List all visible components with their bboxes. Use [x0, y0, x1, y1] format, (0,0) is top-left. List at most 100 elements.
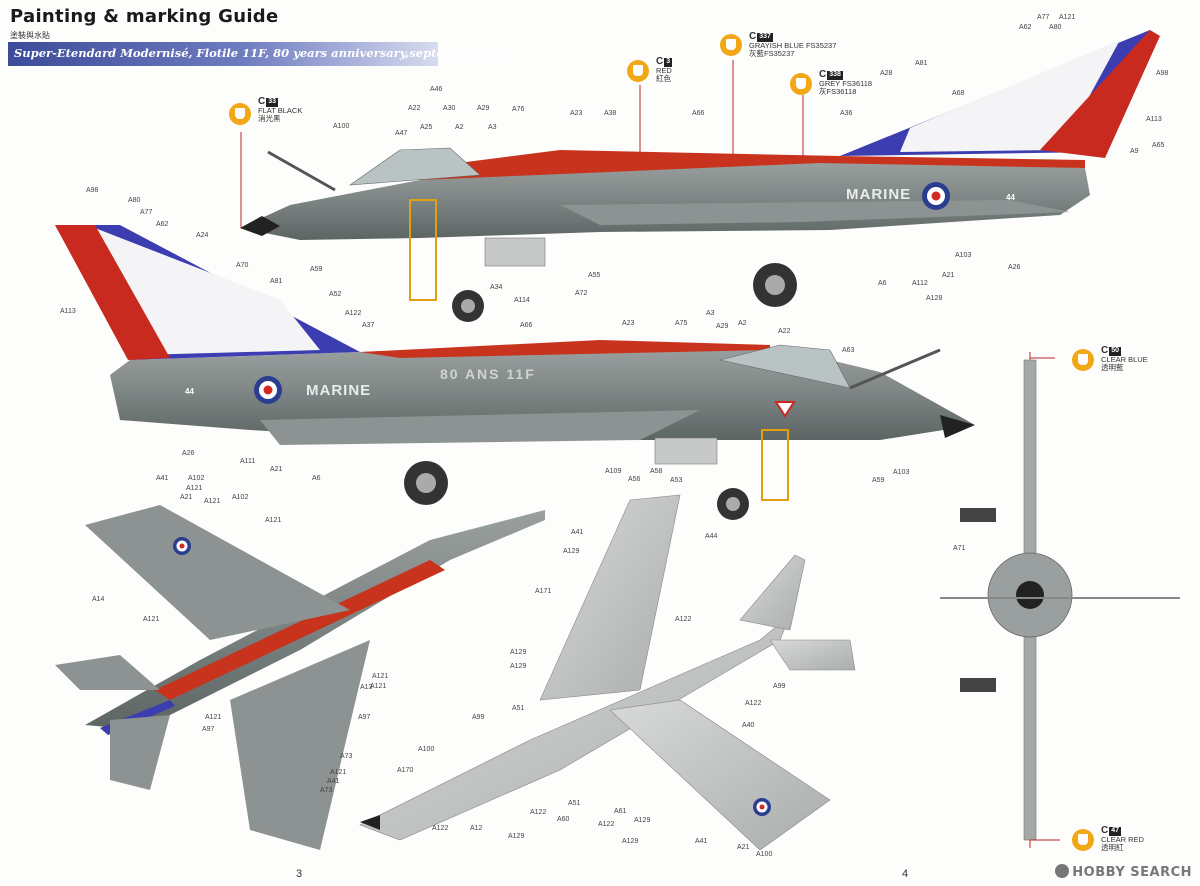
part-label: A114	[514, 297, 530, 304]
plan-view-top	[55, 505, 545, 850]
red-spine	[420, 150, 1085, 180]
part-label: A80	[128, 197, 141, 204]
part-label: A71	[953, 545, 966, 552]
part-label: A97	[202, 726, 215, 733]
watermark-logo-icon	[1055, 864, 1070, 878]
part-label: A97	[358, 714, 371, 721]
part-label: A51	[568, 800, 581, 807]
paint-bucket-icon	[1072, 829, 1094, 851]
part-label: A129	[634, 817, 651, 824]
boarding-ladder	[761, 429, 789, 501]
paint-bucket-icon	[1072, 349, 1094, 371]
part-label: A55	[588, 272, 601, 279]
part-label: A129	[622, 838, 639, 845]
part-label: A75	[675, 320, 688, 327]
part-label: A51	[512, 705, 525, 712]
nose-wheel-hub	[726, 497, 740, 511]
part-label: A72	[575, 290, 588, 297]
stab-plan-bottom	[110, 715, 170, 790]
front-pylon-lower	[960, 678, 996, 692]
tail-fin-white	[95, 228, 320, 355]
part-label: A60	[557, 816, 570, 823]
nose-cone	[940, 415, 975, 438]
fuselage-shape	[240, 160, 1090, 240]
part-label: A121	[186, 485, 203, 492]
part-label: A56	[628, 476, 641, 483]
side-view-right	[55, 225, 975, 520]
part-label: A70	[236, 262, 249, 269]
paint-bucket-icon	[627, 60, 649, 82]
part-label: A21	[180, 494, 193, 501]
stab-plan-top	[55, 655, 160, 690]
part-label: A53	[670, 477, 683, 484]
red-spine	[360, 340, 770, 358]
part-label: A34	[490, 284, 503, 291]
part-label: A121	[372, 673, 389, 680]
part-label: A121	[1059, 14, 1076, 21]
part-label: A122	[432, 825, 449, 832]
part-label: A68	[952, 90, 965, 97]
part-label: A81	[270, 278, 283, 285]
part-label: A100	[418, 746, 435, 753]
marking-marine-top: MARINE	[846, 186, 912, 203]
part-label: A109	[605, 468, 622, 475]
roundel-inner	[931, 191, 941, 201]
warning-triangle	[774, 401, 796, 418]
main-wheel-hub	[765, 275, 785, 295]
refuel-probe	[849, 348, 941, 390]
part-label: A41	[695, 838, 708, 845]
part-label: A14	[92, 596, 105, 603]
part-label: A3	[488, 124, 497, 131]
part-label: A73	[340, 753, 353, 760]
part-label: A24	[196, 232, 209, 239]
part-label: A122	[675, 616, 692, 623]
part-label: A121	[205, 714, 222, 721]
scheme-banner-text: Super-Etendard Modernisé, Flotile 11F, 8…	[14, 46, 514, 60]
part-label: A129	[563, 548, 580, 555]
part-label: A128	[926, 295, 943, 302]
part-label: A170	[397, 767, 414, 774]
roundel-inner	[263, 385, 273, 395]
part-label: A103	[893, 469, 910, 476]
part-label: A26	[182, 450, 195, 457]
part-label: A121	[370, 683, 387, 690]
pod	[654, 437, 718, 465]
part-label: A29	[716, 323, 729, 330]
part-label: A103	[955, 252, 972, 259]
part-label: A80	[1049, 24, 1062, 31]
scheme-banner: Super-Etendard Modernisé, Flotile 11F, 8…	[8, 42, 513, 66]
part-label: A30	[443, 105, 456, 112]
part-label: A121	[143, 616, 160, 623]
paint-bucket-icon	[229, 103, 251, 125]
plan-view-bottom	[359, 494, 856, 851]
part-label: A121	[265, 517, 282, 524]
part-label: A100	[333, 123, 350, 130]
roundel-under-inner	[759, 804, 765, 810]
part-label: A47	[395, 130, 408, 137]
part-label: A21	[270, 466, 283, 473]
part-label: A46	[430, 86, 443, 93]
part-label: A98	[1156, 70, 1169, 77]
part-label: A129	[508, 833, 525, 840]
part-label: A25	[420, 124, 433, 131]
part-label: A122	[530, 809, 547, 816]
wing-underside-top	[539, 494, 681, 701]
part-label: A129	[510, 663, 527, 670]
marking-tail-number-mid: 44	[185, 387, 194, 396]
part-label: A66	[692, 110, 705, 117]
pod	[484, 237, 546, 267]
part-label: A122	[345, 310, 362, 317]
part-label: A77	[1037, 14, 1050, 21]
part-label: A59	[872, 477, 885, 484]
part-label: A111	[240, 458, 256, 465]
paint-bucket-icon	[720, 34, 742, 56]
part-label: A29	[477, 105, 490, 112]
part-label: A23	[570, 110, 583, 117]
fuselage-shape	[110, 348, 975, 440]
page-title: Painting & marking Guide	[10, 6, 279, 27]
part-label: A102	[188, 475, 205, 482]
part-label: A21	[737, 844, 750, 851]
